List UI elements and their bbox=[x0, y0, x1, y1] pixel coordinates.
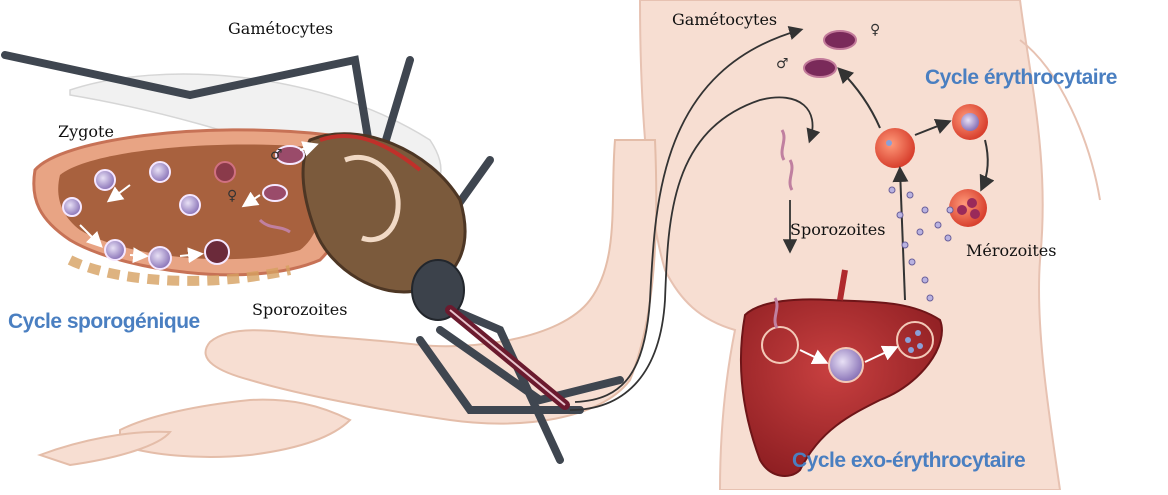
label-sporozoites-mosquito: Sporozoites bbox=[252, 300, 347, 319]
label-gametocytes-mosquito: Gamétocytes bbox=[228, 19, 333, 38]
label-cycle-sporogonique: Cycle sporogénique bbox=[8, 310, 200, 334]
female-symbol-mosquito: ♀ bbox=[227, 188, 237, 204]
male-symbol-human: ♂ bbox=[776, 56, 789, 72]
female-symbol-human: ♀ bbox=[870, 22, 880, 38]
label-cycle-erythrocytaire: Cycle érythrocytaire bbox=[925, 66, 1117, 90]
label-sporozoites-human: Sporozoites bbox=[790, 220, 885, 239]
label-zygote: Zygote bbox=[58, 122, 114, 141]
label-merozoites: Mérozoites bbox=[966, 241, 1056, 260]
label-cycle-exo-erythrocytaire: Cycle exo-érythrocytaire bbox=[792, 449, 1025, 473]
label-gametocytes-human: Gamétocytes bbox=[672, 10, 777, 29]
male-symbol-mosquito: ♂ bbox=[270, 147, 283, 163]
